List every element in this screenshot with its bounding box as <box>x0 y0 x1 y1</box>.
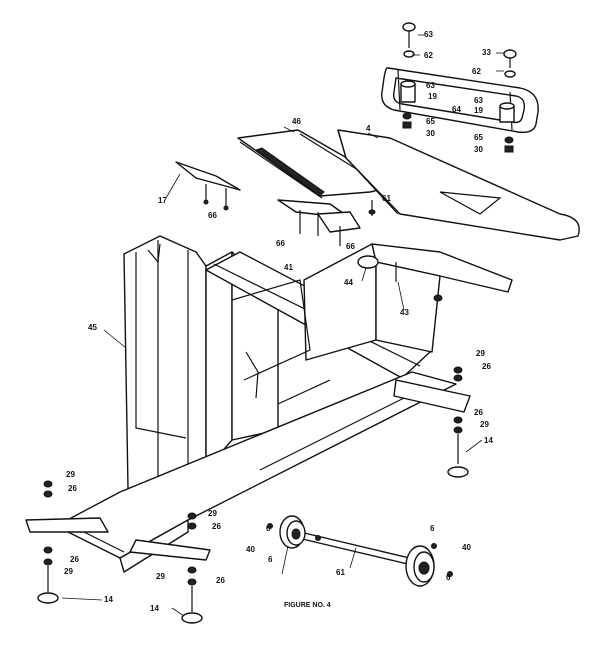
label-62: 62 <box>472 67 481 76</box>
label-26: 26 <box>474 408 483 417</box>
label-29: 29 <box>476 349 485 358</box>
label-4: 4 <box>366 124 371 133</box>
label-64: 64 <box>452 105 461 114</box>
figure-caption: FIGURE NO. 4 <box>284 602 331 609</box>
label-6: 6 <box>268 555 273 564</box>
label-26: 26 <box>216 576 225 585</box>
leveling-foot-right <box>447 366 469 478</box>
label-46: 46 <box>292 117 301 126</box>
label-17: 17 <box>158 196 167 205</box>
rear-crossbar <box>393 379 471 413</box>
label-29: 29 <box>64 567 73 576</box>
label-40: 40 <box>462 543 471 552</box>
front-crossbar <box>25 517 211 561</box>
label-29: 29 <box>208 509 217 518</box>
center-bracket <box>277 199 376 246</box>
seat-support-frame <box>303 243 513 361</box>
label-26: 26 <box>212 522 221 531</box>
label-33: 33 <box>482 48 491 57</box>
label-65: 65 <box>474 133 483 142</box>
label-26: 26 <box>68 484 77 493</box>
label-62: 62 <box>424 51 433 60</box>
part-labels: 63 62 33 62 63 19 64 63 19 65 30 65 30 4… <box>64 30 493 613</box>
bolt-63-left <box>402 22 416 58</box>
label-30: 30 <box>474 145 483 154</box>
bolt-33-right <box>503 49 517 78</box>
label-63: 63 <box>426 81 435 90</box>
wheel-40-right <box>405 543 453 587</box>
label-14: 14 <box>484 436 493 445</box>
label-43: 43 <box>400 308 409 317</box>
label-29: 29 <box>156 572 165 581</box>
label-6: 6 <box>446 573 451 582</box>
nut-65-30-right <box>504 136 514 153</box>
label-19: 19 <box>428 92 437 101</box>
vertical-post <box>123 235 207 501</box>
label-30: 30 <box>426 129 435 138</box>
label-29: 29 <box>480 420 489 429</box>
label-66: 66 <box>208 211 217 220</box>
label-61: 61 <box>382 194 391 203</box>
label-63: 63 <box>474 96 483 105</box>
spacer-19-right <box>499 102 515 123</box>
leveling-foot-left <box>37 480 59 604</box>
label-45: 45 <box>88 323 97 332</box>
label-41: 41 <box>284 263 293 272</box>
interior-bracing <box>231 279 331 405</box>
leveling-foot-center <box>181 512 203 624</box>
label-26: 26 <box>482 362 491 371</box>
label-26: 26 <box>70 555 79 564</box>
label-66: 66 <box>346 242 355 251</box>
label-19: 19 <box>474 106 483 115</box>
label-63: 63 <box>424 30 433 39</box>
label-44: 44 <box>344 278 353 287</box>
label-61: 61 <box>336 568 345 577</box>
label-6: 6 <box>430 524 435 533</box>
label-40: 40 <box>246 545 255 554</box>
label-6: 6 <box>266 524 271 533</box>
label-29: 29 <box>66 470 75 479</box>
seat-panel-4 <box>337 129 580 241</box>
spacer-19-left <box>400 80 416 103</box>
wheel-40-left <box>267 515 321 549</box>
label-65: 65 <box>426 117 435 126</box>
leader-lines <box>61 34 504 617</box>
label-66: 66 <box>276 239 285 248</box>
side-plate-17 <box>175 161 241 211</box>
label-14: 14 <box>104 595 113 604</box>
label-14: 14 <box>150 604 159 613</box>
nut-65-30-left <box>402 112 412 129</box>
